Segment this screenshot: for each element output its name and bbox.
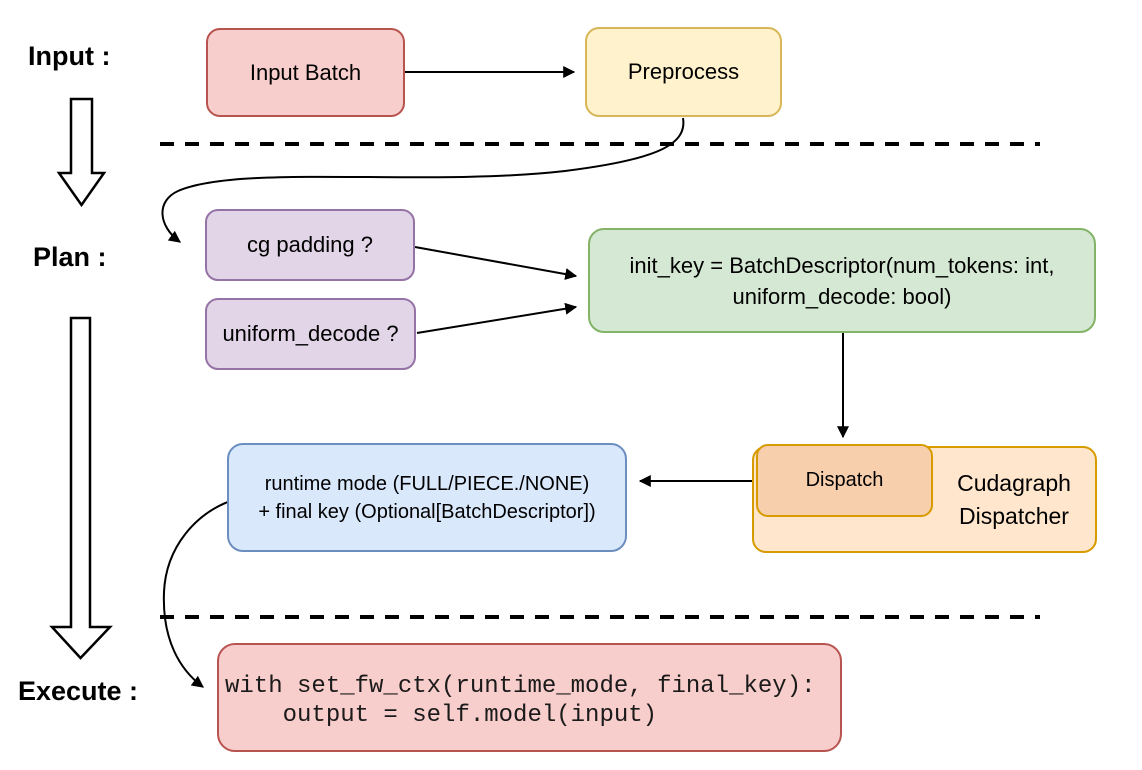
node-init-key-line1: init_key = BatchDescriptor(num_tokens: i…: [629, 252, 1055, 278]
node-dispatch-label: Dispatch: [805, 469, 884, 491]
node-runtime-mode: runtime mode (FULL/PIECE./NONE) + final …: [227, 443, 627, 552]
dispatcher-label-line1: Cudagraph: [957, 470, 1071, 496]
connector-runtime-to-execute: [162, 498, 237, 688]
connector-preprocess-to-plan: [161, 117, 685, 243]
node-input-batch: Input Batch: [206, 28, 405, 117]
node-init-key: init_key = BatchDescriptor(num_tokens: i…: [588, 228, 1096, 333]
node-runtime-line1: runtime mode (FULL/PIECE./NONE): [264, 472, 590, 495]
plan-to-execute-flow-arrow-icon: [49, 316, 113, 660]
node-runtime-line2: + final key (Optional[BatchDescriptor]): [258, 500, 596, 523]
dispatcher-label-line2: Dispatcher: [959, 503, 1069, 529]
code-line2: output = self.model(input): [225, 701, 658, 729]
node-preprocess-label: Preprocess: [627, 59, 740, 84]
stage-label-plan: Plan :: [33, 242, 107, 272]
node-input-batch-label: Input Batch: [249, 59, 362, 85]
node-dispatch: Dispatch: [756, 444, 933, 517]
connector-uniformdecode-to-initkey: [416, 302, 578, 334]
stage-label-input: Input :: [28, 41, 111, 71]
stage-label-execute: Execute :: [18, 676, 139, 706]
node-uniform-decode-label: uniform_decode ?: [222, 321, 399, 346]
node-cudagraph-dispatcher-label: Cudagraph Dispatcher: [928, 465, 1100, 535]
input-to-plan-flow-arrow-icon: [56, 97, 107, 208]
code-line1: with set_fw_ctx(runtime_mode, final_key)…: [225, 672, 816, 700]
node-execute-code: with set_fw_ctx(runtime_mode, final_key)…: [217, 643, 842, 752]
node-init-key-line2: uniform_decode: bool): [732, 283, 952, 309]
node-uniform-decode: uniform_decode ?: [205, 298, 416, 370]
node-cg-padding-label: cg padding ?: [247, 232, 373, 257]
connector-cgpadding-to-initkey: [414, 246, 578, 280]
node-preprocess: Preprocess: [585, 27, 782, 117]
node-cg-padding: cg padding ?: [205, 209, 415, 281]
